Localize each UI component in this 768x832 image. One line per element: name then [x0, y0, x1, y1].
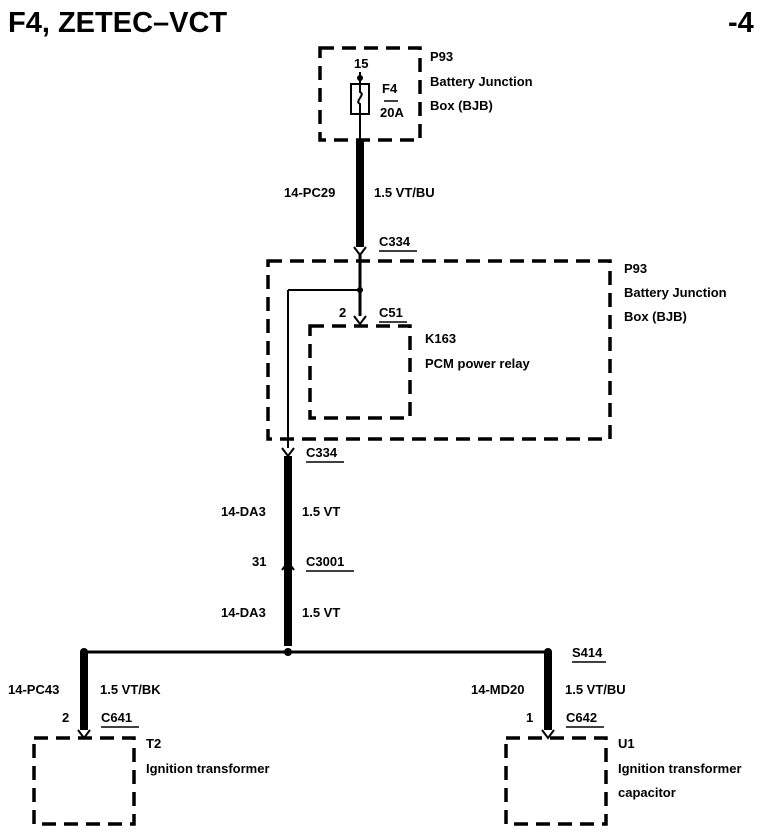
- connector-c51-label: C51: [379, 305, 403, 320]
- bus-dot-center: [284, 648, 292, 656]
- relay-box: [308, 324, 412, 420]
- connector-c641-label: C641: [101, 710, 132, 725]
- u1-code: U1: [618, 736, 635, 751]
- bjb-mid-box: [266, 259, 612, 441]
- connector-c3001-icon: [281, 560, 295, 571]
- wire-pc43-spec: 1.5 VT/BK: [100, 682, 161, 697]
- bjb-mid-name-1: Battery Junction: [624, 285, 727, 300]
- bjb-top-name-1: Battery Junction: [430, 74, 533, 89]
- bjb-top-box: [318, 46, 422, 142]
- connector-c642-icon: [541, 729, 555, 740]
- fuse-pin-dot: [357, 75, 363, 81]
- fuse-rating: 20A: [380, 105, 404, 120]
- bjb-top-name-2: Box (BJB): [430, 98, 493, 113]
- t2-box: [32, 736, 136, 826]
- wire-da3-upper-circuit: 14-DA3: [221, 504, 266, 519]
- connector-c334-bottom-label: C334: [306, 445, 338, 460]
- bjb-mid-name-2: Box (BJB): [624, 309, 687, 324]
- wire-md20-spec: 1.5 VT/BU: [565, 682, 626, 697]
- u1-name-1: Ignition transformer: [618, 761, 742, 776]
- page-title: F4, ZETEC–VCT: [8, 7, 227, 39]
- relay-pin-2: 2: [339, 305, 346, 320]
- page-number: -4: [728, 7, 754, 39]
- wire-da3-lower-spec: 1.5 VT: [302, 605, 340, 620]
- fuse-element-icon: [357, 84, 363, 114]
- fuse-name: F4: [382, 81, 398, 96]
- bjb-mid-code: P93: [624, 261, 647, 276]
- splice-s414-label: S414: [572, 645, 603, 660]
- bjb-top-code: P93: [430, 49, 453, 64]
- wire-pc29-circuit: 14-PC29: [284, 185, 335, 200]
- wire-pc29-spec: 1.5 VT/BU: [374, 185, 435, 200]
- t2-name: Ignition transformer: [146, 761, 270, 776]
- u1-name-2: capacitor: [618, 785, 676, 800]
- t2-code: T2: [146, 736, 161, 751]
- wire-da3-upper-spec: 1.5 VT: [302, 504, 340, 519]
- u1-pin-1: 1: [526, 710, 533, 725]
- wire-md20-circuit: 14-MD20: [471, 682, 524, 697]
- connector-c642-label: C642: [566, 710, 597, 725]
- wire-da3-lower-circuit: 14-DA3: [221, 605, 266, 620]
- wire-pc43-circuit: 14-PC43: [8, 682, 59, 697]
- connector-c3001-pin: 31: [252, 554, 266, 569]
- t2-pin-2: 2: [62, 710, 69, 725]
- connector-c334-bottom-icon: [281, 447, 295, 458]
- connector-c334-top-icon: [353, 246, 367, 257]
- relay-code: K163: [425, 331, 456, 346]
- relay-name: PCM power relay: [425, 356, 531, 371]
- connector-c334-top-label: C334: [379, 234, 411, 249]
- u1-box: [504, 736, 608, 826]
- connector-c3001-label: C3001: [306, 554, 344, 569]
- fuse-pin-15: 15: [354, 56, 368, 71]
- connector-c51-icon: [353, 315, 367, 326]
